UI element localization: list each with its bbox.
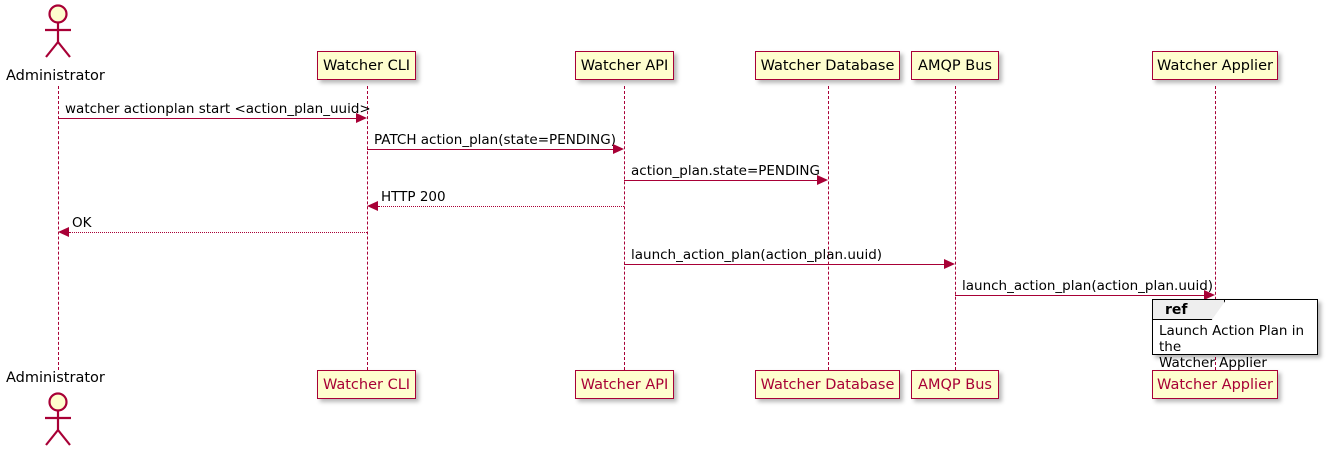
participant-label-amqp-bus-top: AMQP Bus [918, 58, 992, 74]
lifeline-watcher-cli [367, 86, 368, 370]
ref-fragment-tab-label: ref [1165, 302, 1188, 318]
participant-watcher-cli-bottom[interactable]: Watcher CLI [317, 370, 416, 399]
ref-fragment-launch-action-plan: ref Launch Action Plan in the Watcher Ap… [1152, 299, 1318, 371]
participant-label-amqp-bus-bottom: AMQP Bus [918, 377, 992, 393]
participant-watcher-applier-top[interactable]: Watcher Applier [1152, 51, 1278, 80]
participant-label-watcher-applier-top: Watcher Applier [1157, 58, 1273, 74]
participant-watcher-applier-bottom[interactable]: Watcher Applier [1152, 370, 1278, 399]
participant-amqp-bus-bottom[interactable]: AMQP Bus [911, 370, 999, 399]
participant-label-watcher-cli-bottom: Watcher CLI [322, 377, 411, 393]
message-label-ok: OK [72, 215, 92, 231]
ref-fragment-text-line-1: Launch Action Plan in the [1159, 323, 1305, 355]
lifeline-watcher-database [828, 86, 829, 370]
message-line-action-plan-state-pending [624, 180, 819, 181]
message-label-launch-action-plan-bus-to-applier: launch_action_plan(action_plan.uuid) [962, 278, 1214, 294]
ref-fragment-text-line-2: Watcher Applier [1159, 355, 1267, 371]
message-label-http-200: HTTP 200 [381, 189, 446, 205]
message-line-ok [69, 232, 367, 233]
message-arrowhead-launch-action-plan-bus-to-applier [1204, 290, 1215, 300]
message-line-patch-action-plan [367, 149, 615, 150]
message-arrowhead-ok [58, 227, 69, 237]
participant-label-watcher-api-top: Watcher API [580, 58, 669, 74]
message-arrowhead-watcher-actionplan-start [356, 113, 367, 123]
message-arrowhead-http-200 [367, 201, 378, 211]
actor-label-administrator-top: Administrator [6, 68, 105, 84]
actor-label-administrator-bottom: Administrator [6, 370, 105, 386]
participant-watcher-api-top[interactable]: Watcher API [575, 51, 674, 80]
message-arrowhead-action-plan-state-pending [817, 175, 828, 185]
participant-watcher-api-bottom[interactable]: Watcher API [575, 370, 674, 399]
message-line-launch-action-plan-api-to-bus [624, 264, 946, 265]
message-label-action-plan-state-pending: action_plan.state=PENDING [631, 163, 820, 179]
lifeline-amqp-bus [955, 86, 956, 370]
participant-label-watcher-database-bottom: Watcher Database [760, 377, 895, 393]
message-line-watcher-actionplan-start [58, 118, 358, 119]
message-label-launch-action-plan-api-to-bus: launch_action_plan(action_plan.uuid) [631, 247, 883, 263]
actor-administrator-top-icon [35, 4, 81, 60]
participant-amqp-bus-top[interactable]: AMQP Bus [911, 51, 999, 80]
participant-label-watcher-applier-bottom: Watcher Applier [1157, 377, 1273, 393]
lifeline-watcher-applier [1215, 86, 1216, 370]
participant-label-watcher-cli-top: Watcher CLI [322, 58, 411, 74]
actor-administrator-bottom-icon [35, 392, 81, 448]
message-arrowhead-patch-action-plan [613, 144, 624, 154]
ref-fragment-body: Launch Action Plan in the Watcher Applie… [1159, 323, 1317, 371]
participant-watcher-database-top[interactable]: Watcher Database [755, 51, 900, 80]
lifeline-watcher-api [624, 86, 625, 370]
message-label-watcher-actionplan-start: watcher actionplan start <action_plan_uu… [65, 101, 371, 117]
participant-label-watcher-database-top: Watcher Database [760, 58, 895, 74]
message-label-patch-action-plan: PATCH action_plan(state=PENDING) [374, 132, 616, 148]
participant-watcher-cli-top[interactable]: Watcher CLI [317, 51, 416, 80]
message-arrowhead-launch-action-plan-api-to-bus [944, 259, 955, 269]
participant-label-watcher-api-bottom: Watcher API [580, 377, 669, 393]
message-line-launch-action-plan-bus-to-applier [955, 295, 1206, 296]
message-line-http-200 [378, 206, 624, 207]
participant-watcher-database-bottom[interactable]: Watcher Database [755, 370, 900, 399]
